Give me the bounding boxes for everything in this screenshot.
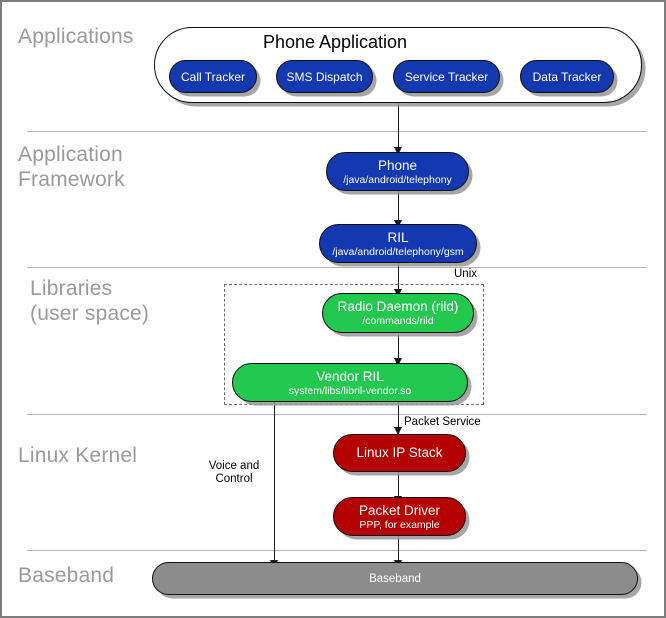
app-node-data-tracker-label: Data Tracker: [532, 69, 602, 84]
kernel-node-linux-ip-stack[interactable]: Linux IP Stack: [333, 434, 466, 472]
connector-ip-stack-to-packet-driver: [398, 472, 400, 505]
unix-group-box: [224, 284, 484, 405]
connector-ril-to-rild: [398, 260, 400, 296]
divider-framework-libraries: [27, 267, 647, 268]
kernel-node-linux-ip-stack-title: Linux IP Stack: [356, 445, 443, 460]
connector-vendor-ril-to-baseband-voice: [274, 394, 276, 570]
connector-vendor-ril-to-ip-stack: [398, 401, 400, 437]
library-node-radio-daemon-title: Radio Daemon (rild): [337, 299, 459, 314]
divider-applications-framework: [27, 131, 647, 132]
kernel-node-packet-driver-subtitle: PPP, for example: [359, 518, 440, 531]
arrowhead-vendor-ril-to-ip-stack: [393, 427, 402, 435]
library-node-vendor-ril-title: Vendor RIL: [316, 368, 384, 384]
library-node-vendor-ril[interactable]: Vendor RIL system/libs/libril-vendor.so: [232, 363, 468, 402]
kernel-node-packet-driver[interactable]: Packet Driver PPP, for example: [333, 497, 466, 536]
framework-node-phone-title: Phone: [377, 157, 418, 173]
baseband-node-label: Baseband: [369, 572, 421, 585]
library-node-radio-daemon[interactable]: Radio Daemon (rild) /commands/rild: [322, 293, 474, 333]
connector-packet-driver-to-baseband: [398, 535, 400, 570]
framework-node-ril-title: RIL: [387, 229, 409, 245]
band-label-libraries: Libraries (user space): [30, 277, 150, 325]
app-node-sms-dispatch-label: SMS Dispatch: [286, 69, 363, 84]
library-node-vendor-ril-subtitle: system/libs/libril-vendor.so: [288, 384, 412, 397]
band-label-application-framework: Application Framework: [18, 143, 125, 191]
edge-label-voice-and-control: Voice and Control: [208, 460, 260, 485]
framework-node-ril-subtitle: /java/android/telephony/gsm: [332, 245, 464, 258]
divider-libraries-kernel: [27, 414, 647, 415]
kernel-node-packet-driver-title: Packet Driver: [358, 502, 441, 518]
baseband-node[interactable]: Baseband: [152, 562, 638, 595]
band-label-linux-kernel: Linux Kernel: [18, 444, 138, 467]
app-node-data-tracker[interactable]: Data Tracker: [520, 60, 614, 93]
connector-phone-to-ril: [398, 191, 400, 226]
arrowhead-apps-to-phone: [393, 147, 402, 155]
edge-label-packet-service: Packet Service: [404, 416, 481, 428]
app-node-call-tracker-label: Call Tracker: [180, 69, 245, 84]
app-node-sms-dispatch[interactable]: SMS Dispatch: [276, 60, 373, 93]
connector-apps-to-phone: [398, 103, 400, 151]
framework-node-phone[interactable]: Phone /java/android/telephony: [326, 152, 469, 191]
unix-group-label: Unix: [454, 268, 478, 280]
library-node-radio-daemon-subtitle: /commands/rild: [362, 315, 434, 327]
phone-application-title: Phone Application: [262, 32, 408, 52]
divider-kernel-baseband: [27, 550, 647, 551]
arrowhead-rild-to-vendor-ril: [393, 358, 402, 366]
framework-node-phone-subtitle: /java/android/telephony: [343, 173, 452, 186]
band-label-baseband: Baseband: [18, 564, 115, 587]
framework-node-ril[interactable]: RIL /java/android/telephony/gsm: [319, 224, 477, 263]
app-node-call-tracker[interactable]: Call Tracker: [169, 60, 257, 93]
app-node-service-tracker-label: Service Tracker: [404, 69, 489, 84]
connector-rild-to-vendor-ril: [398, 334, 400, 371]
app-node-service-tracker[interactable]: Service Tracker: [393, 60, 500, 93]
band-label-applications: Applications: [18, 25, 134, 48]
